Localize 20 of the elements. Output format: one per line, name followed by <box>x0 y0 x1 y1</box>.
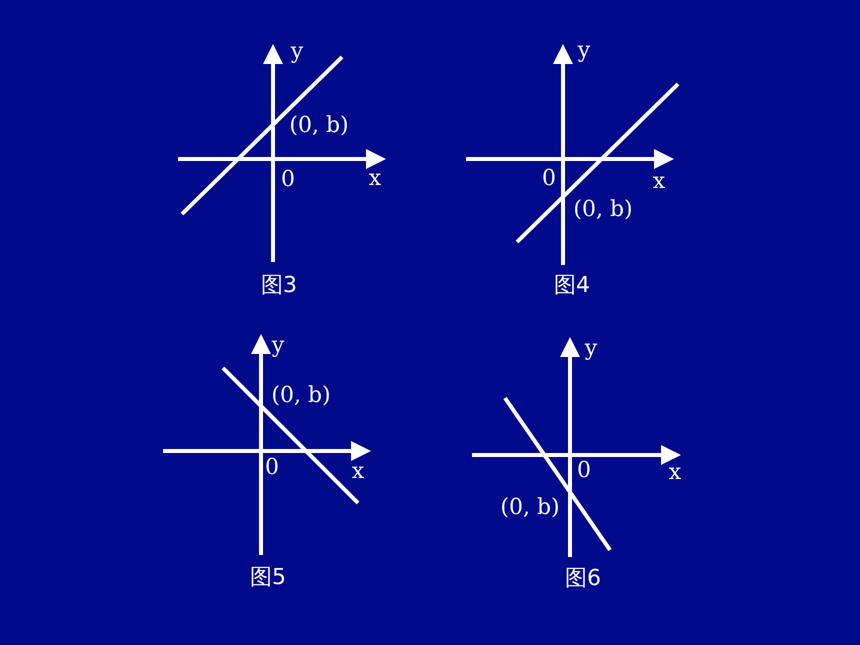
point-label: (0, b) <box>500 497 560 519</box>
figure-caption: 图6 <box>565 568 601 590</box>
axis-label: x <box>352 461 364 483</box>
axis-label: x <box>652 171 666 193</box>
axis-label: y <box>584 338 598 360</box>
axis-label: y <box>290 41 304 63</box>
axis-label: x <box>668 462 682 484</box>
origin-label: 0 <box>265 457 279 479</box>
origin-label: 0 <box>542 168 556 190</box>
figure-caption: 图5 <box>250 567 286 589</box>
point-label: (0, b) <box>573 199 633 221</box>
axis-label: x <box>368 168 382 190</box>
origin-label: 0 <box>577 460 591 482</box>
figure-caption: 图3 <box>261 275 297 297</box>
point-label: (0, b) <box>289 115 349 137</box>
figure-caption: 图4 <box>554 275 590 297</box>
origin-label: 0 <box>281 169 295 191</box>
point-label: (0, b) <box>271 385 331 407</box>
axis-label: y <box>578 40 590 62</box>
axis-label: y <box>272 335 284 357</box>
